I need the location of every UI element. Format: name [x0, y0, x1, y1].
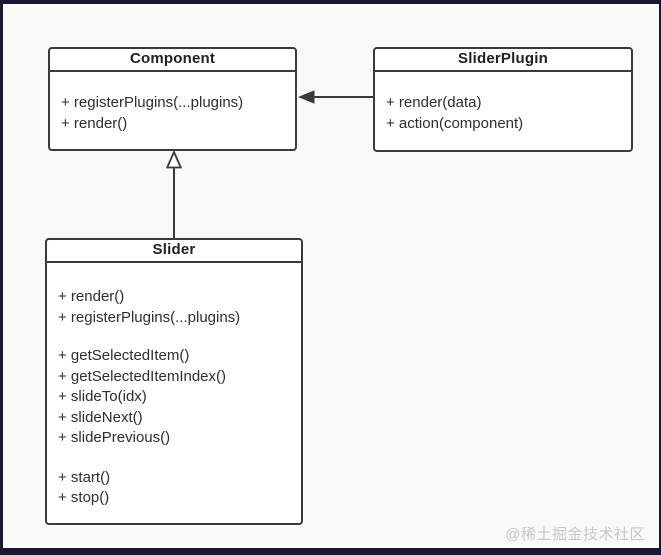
method-group: + start() + stop() [58, 468, 293, 509]
method-group: + getSelectedItem() + getSelectedItemInd… [58, 346, 293, 449]
class-methods-slider: + render() + registerPlugins(...plugins)… [47, 263, 301, 509]
inheritance-arrow [165, 149, 183, 238]
class-title-slider: Slider [47, 240, 301, 263]
watermark: @稀土掘金技术社区 [505, 526, 645, 543]
method-line: + slidePrevious() [58, 429, 171, 446]
method-line: + getSelectedItemIndex() [58, 367, 227, 385]
class-methods-sliderplugin: + render(data) + action(component) [375, 72, 631, 134]
method-line: + start() [58, 468, 111, 486]
method-line: + render() [58, 288, 125, 305]
method-group: + render() + registerPlugins(...plugins) [58, 287, 293, 328]
method-line: + action(component) [386, 114, 524, 132]
class-box-component: Component + registerPlugins(...plugins) … [48, 47, 297, 151]
method-group: + registerPlugins(...plugins) + render() [61, 93, 287, 134]
method-line: + slideNext() [58, 408, 143, 426]
method-line: + getSelectedItem() [58, 347, 190, 364]
method-line: + stop() [58, 489, 110, 506]
method-line: + registerPlugins(...plugins) [58, 308, 241, 326]
class-box-sliderplugin: SliderPlugin + render(data) + action(com… [373, 47, 633, 152]
method-line: + render(data) [386, 94, 482, 111]
class-box-slider: Slider + render() + registerPlugins(...p… [45, 238, 303, 525]
class-title-component: Component [50, 49, 295, 72]
method-group: + render(data) + action(component) [386, 93, 623, 134]
method-line: + slideTo(idx) [58, 388, 147, 405]
method-line: + registerPlugins(...plugins) [61, 94, 244, 111]
diagram-canvas: Component + registerPlugins(...plugins) … [3, 4, 659, 548]
association-arrow [298, 90, 373, 104]
class-title-sliderplugin: SliderPlugin [375, 49, 631, 72]
method-line: + render() [61, 114, 128, 132]
class-methods-component: + registerPlugins(...plugins) + render() [50, 72, 295, 134]
